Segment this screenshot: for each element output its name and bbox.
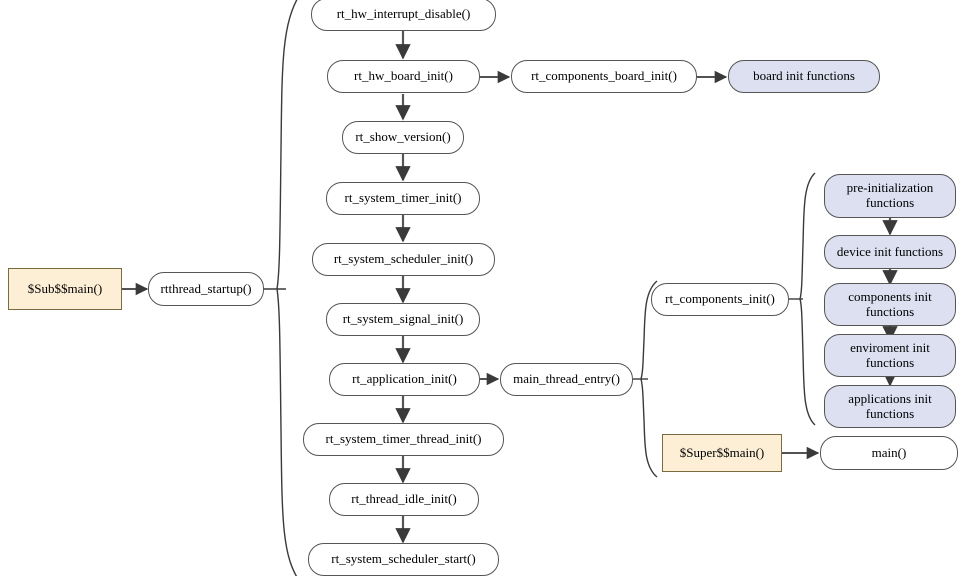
node-pre-initialization-functions-label: pre-initialization functions bbox=[846, 180, 934, 210]
node-enviroment-init-functions-label: enviroment init functions bbox=[850, 339, 930, 370]
node-rt-hw-board-init[interactable]: rt_hw_board_init() bbox=[327, 60, 480, 93]
node-rt-show-version-label: rt_show_version() bbox=[355, 129, 451, 145]
node-rt-system-timer-thread-init-label: rt_system_timer_thread_init() bbox=[325, 431, 482, 447]
node-components-init-functions[interactable]: components init functions bbox=[824, 283, 956, 326]
node-main-thread-entry-label: main_thread_entry() bbox=[513, 371, 620, 387]
node-rt-system-scheduler-init-label: rt_system_scheduler_init() bbox=[333, 251, 474, 267]
node-rt-system-scheduler-init[interactable]: rt_system_scheduler_init() bbox=[312, 243, 495, 276]
node-rt-system-signal-init-label: rt_system_signal_init() bbox=[342, 311, 464, 327]
node-rt-application-init[interactable]: rt_application_init() bbox=[329, 363, 480, 396]
node-pre-initialization-functions[interactable]: pre-initialization functions bbox=[824, 174, 956, 218]
node-rt-thread-idle-init-label: rt_thread_idle_init() bbox=[351, 491, 457, 507]
node-rtthread-startup-label: rtthread_startup() bbox=[160, 280, 252, 296]
node-main[interactable]: main() bbox=[820, 436, 958, 470]
node-rt-show-version[interactable]: rt_show_version() bbox=[342, 121, 464, 154]
node-rt-hw-board-init-label: rt_hw_board_init() bbox=[354, 68, 453, 84]
node-super-main-label: $Super$$main() bbox=[679, 444, 765, 460]
node-device-init-functions-label: device init functions bbox=[836, 243, 944, 259]
node-sub-main-label: $Sub$$main() bbox=[27, 280, 103, 296]
node-rt-components-init[interactable]: rt_components_init() bbox=[651, 283, 789, 316]
brace-main-column bbox=[276, 0, 298, 576]
node-rt-thread-idle-init[interactable]: rt_thread_idle_init() bbox=[329, 483, 479, 516]
brace-components-init bbox=[799, 172, 816, 426]
node-rt-components-board-init-label: rt_components_board_init() bbox=[531, 68, 677, 84]
node-rt-system-timer-init-label: rt_system_timer_init() bbox=[344, 190, 462, 206]
node-rt-components-board-init[interactable]: rt_components_board_init() bbox=[511, 60, 697, 93]
node-rt-hw-interrupt-disable[interactable]: rt_hw_interrupt_disable() bbox=[311, 0, 496, 31]
node-board-init-functions[interactable]: board init functions bbox=[728, 60, 880, 93]
node-main-label: main() bbox=[871, 444, 907, 460]
node-rt-system-scheduler-start-label: rt_system_scheduler_start() bbox=[331, 551, 476, 567]
node-rt-hw-interrupt-disable-label: rt_hw_interrupt_disable() bbox=[336, 6, 471, 22]
node-components-init-functions-label: components init functions bbox=[848, 288, 932, 319]
node-super-main[interactable]: $Super$$main() bbox=[662, 434, 782, 472]
node-sub-main[interactable]: $Sub$$main() bbox=[8, 268, 122, 310]
node-board-init-functions-label: board init functions bbox=[753, 68, 855, 84]
node-rt-application-init-label: rt_application_init() bbox=[352, 371, 457, 387]
node-applications-init-functions-label: applications init functions bbox=[848, 390, 932, 421]
node-rt-components-init-label: rt_components_init() bbox=[665, 291, 775, 307]
node-enviroment-init-functions[interactable]: enviroment init functions bbox=[824, 334, 956, 377]
node-rt-system-timer-thread-init[interactable]: rt_system_timer_thread_init() bbox=[303, 423, 504, 456]
node-rt-system-timer-init[interactable]: rt_system_timer_init() bbox=[326, 182, 480, 215]
node-rtthread-startup[interactable]: rtthread_startup() bbox=[148, 272, 264, 306]
node-applications-init-functions[interactable]: applications init functions bbox=[824, 385, 956, 428]
node-rt-system-signal-init[interactable]: rt_system_signal_init() bbox=[326, 303, 480, 336]
node-device-init-functions[interactable]: device init functions bbox=[824, 235, 956, 269]
node-rt-system-scheduler-start[interactable]: rt_system_scheduler_start() bbox=[308, 543, 499, 576]
node-main-thread-entry[interactable]: main_thread_entry() bbox=[500, 363, 633, 396]
